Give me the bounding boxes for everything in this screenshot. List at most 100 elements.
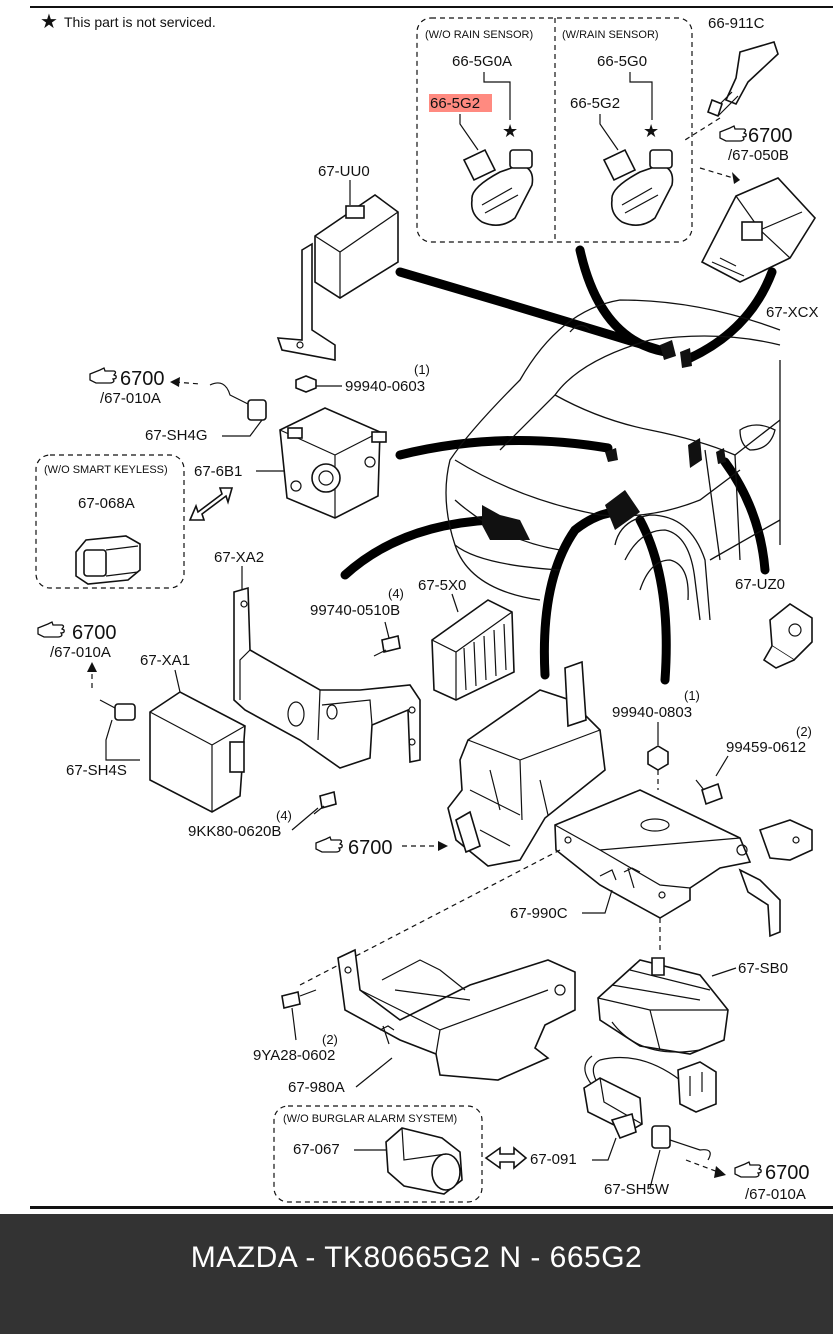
label-99940-0803[interactable]: 99940-0803 <box>612 704 692 721</box>
ref-6700-e[interactable]: 6700 <box>765 1162 810 1184</box>
label-67-SH4S[interactable]: 67-SH4S <box>66 762 127 779</box>
label-67-XCX[interactable]: 67-XCX <box>766 304 819 321</box>
part-67-XA2[interactable] <box>233 586 421 769</box>
harness-line <box>395 267 665 355</box>
bolt-part[interactable] <box>313 790 337 815</box>
star-icon: ★ <box>40 11 58 33</box>
label-67-068A[interactable]: 67-068A <box>78 495 135 512</box>
label-67-SH5W[interactable]: 67-SH5W <box>604 1181 670 1198</box>
part-67-XA1[interactable] <box>149 691 246 813</box>
harness-line <box>395 435 613 460</box>
label-66-5G0A[interactable]: 66-5G0A <box>452 53 512 70</box>
label-66-5G0[interactable]: 66-5G0 <box>597 53 647 70</box>
harness-line <box>340 515 495 580</box>
ref-6700-a[interactable]: 6700 <box>748 125 793 147</box>
wo-smart-keyless-label: (W/O SMART KEYLESS) <box>44 464 168 476</box>
label-67-6B1[interactable]: 67-6B1 <box>194 463 242 480</box>
qty-4-a: (4) <box>388 586 404 601</box>
label-66-911C[interactable]: 66-911C <box>708 15 765 32</box>
label-99459-0612[interactable]: 99459-0612 <box>726 739 806 756</box>
footer-part-number: MAZDA - TK80665G2 N - 665G2 <box>190 1241 643 1274</box>
label-66-5G2-highlighted[interactable]: 66-5G2 <box>430 95 480 112</box>
star-icon: ★ <box>643 121 659 141</box>
qty-2-b: (2) <box>322 1032 338 1047</box>
qty-1-a: (1) <box>414 362 430 377</box>
harness-line <box>720 457 770 575</box>
label-67-XA2[interactable]: 67-XA2 <box>214 549 264 566</box>
bottom-rule <box>30 1206 833 1209</box>
label-9YA28-0602[interactable]: 9YA28-0602 <box>253 1047 335 1064</box>
part-67-5X0[interactable] <box>431 599 515 701</box>
bolt-part[interactable] <box>373 635 401 657</box>
ref-67-010A-e[interactable]: /67-010A <box>745 1186 806 1203</box>
part-67-SH4G-connector[interactable] <box>247 399 267 421</box>
label-67-UU0[interactable]: 67-UU0 <box>318 163 370 180</box>
double-arrow-icon <box>188 487 234 521</box>
label-67-980A[interactable]: 67-980A <box>288 1079 345 1096</box>
harness-line <box>539 507 630 680</box>
bolt-part[interactable] <box>695 779 723 806</box>
vehicle-outline <box>445 299 781 621</box>
highlight-box <box>429 94 492 112</box>
footer-bar: MAZDA - TK80665G2 N - 665G2 <box>0 1214 833 1334</box>
label-99940-0603[interactable]: 99940-0603 <box>345 378 425 395</box>
part-67-SH5W-connector[interactable] <box>651 1125 671 1149</box>
part-67-XCX[interactable] <box>700 177 817 283</box>
harness-line <box>685 267 777 363</box>
ref-67-050B[interactable]: /67-050B <box>728 147 789 164</box>
part-67-SB0[interactable] <box>597 957 729 1055</box>
top-rule <box>30 6 833 8</box>
ref-67-010A-c[interactable]: /67-010A <box>50 644 111 661</box>
parts-diagram: ★ This part is not serviced. (W/O RAIN S… <box>35 11 819 1203</box>
label-67-990C[interactable]: 67-990C <box>510 905 568 922</box>
part-junction-box[interactable] <box>447 660 606 867</box>
hand-pointer-icon <box>719 125 747 142</box>
qty-4-b: (4) <box>276 808 292 823</box>
bolt-part[interactable] <box>281 989 317 1009</box>
smart-keyless-group-box <box>35 454 185 589</box>
hand-pointer-icon <box>37 621 65 638</box>
label-9KK80-0620B[interactable]: 9KK80-0620B <box>188 823 281 840</box>
star-icon: ★ <box>502 121 518 141</box>
hand-pointer-icon <box>315 836 343 853</box>
note-text: This part is not serviced. <box>64 14 216 30</box>
burglar-alarm-group-box <box>273 1105 483 1203</box>
part-bracket-upper[interactable] <box>554 789 813 938</box>
wo-burglar-alarm-label: (W/O BURGLAR ALARM SYSTEM) <box>283 1113 457 1125</box>
label-67-UZ0[interactable]: 67-UZ0 <box>735 576 785 593</box>
harness-line <box>575 245 670 357</box>
label-67-067[interactable]: 67-067 <box>293 1141 340 1158</box>
hand-pointer-icon <box>89 367 117 384</box>
harness-line <box>635 515 671 685</box>
label-67-SH4G[interactable]: 67-SH4G <box>145 427 208 444</box>
part-67-UZ0[interactable] <box>762 603 813 669</box>
nut-part[interactable] <box>647 745 669 771</box>
part-67-UU0[interactable] <box>276 194 399 361</box>
part-66-911C[interactable] <box>707 41 779 118</box>
ref-6700-b[interactable]: 6700 <box>120 368 165 390</box>
part-67-980A[interactable] <box>337 948 576 1081</box>
ref-6700-d[interactable]: 6700 <box>348 837 393 859</box>
label-67-091[interactable]: 67-091 <box>530 1151 577 1168</box>
hand-pointer-icon <box>734 1161 762 1178</box>
ref-67-010A-b[interactable]: /67-010A <box>100 390 161 407</box>
ref-6700-c[interactable]: 6700 <box>72 622 117 644</box>
part-67-091[interactable] <box>583 1061 717 1140</box>
label-66-5G2[interactable]: 66-5G2 <box>570 95 620 112</box>
label-67-SB0[interactable]: 67-SB0 <box>738 960 788 977</box>
label-67-5X0[interactable]: 67-5X0 <box>418 577 466 594</box>
rain-sensor-part-left[interactable] <box>462 148 534 226</box>
part-67-SH4S-connector[interactable] <box>114 703 136 721</box>
qty-1-b: (1) <box>684 688 700 703</box>
w-rain-sensor-label: (W/RAIN SENSOR) <box>562 29 659 41</box>
label-67-XA1[interactable]: 67-XA1 <box>140 652 190 669</box>
wo-rain-sensor-label: (W/O RAIN SENSOR) <box>425 29 533 41</box>
part-67-067[interactable] <box>385 1127 463 1195</box>
double-arrow-icon <box>484 1146 528 1170</box>
qty-2-a: (2) <box>796 724 812 739</box>
rain-sensor-part-right[interactable] <box>602 148 674 226</box>
part-67-068A[interactable] <box>75 535 141 585</box>
nut-part[interactable] <box>295 375 317 393</box>
part-67-6B1[interactable] <box>279 407 387 519</box>
label-99740-0510B[interactable]: 99740-0510B <box>310 602 400 619</box>
